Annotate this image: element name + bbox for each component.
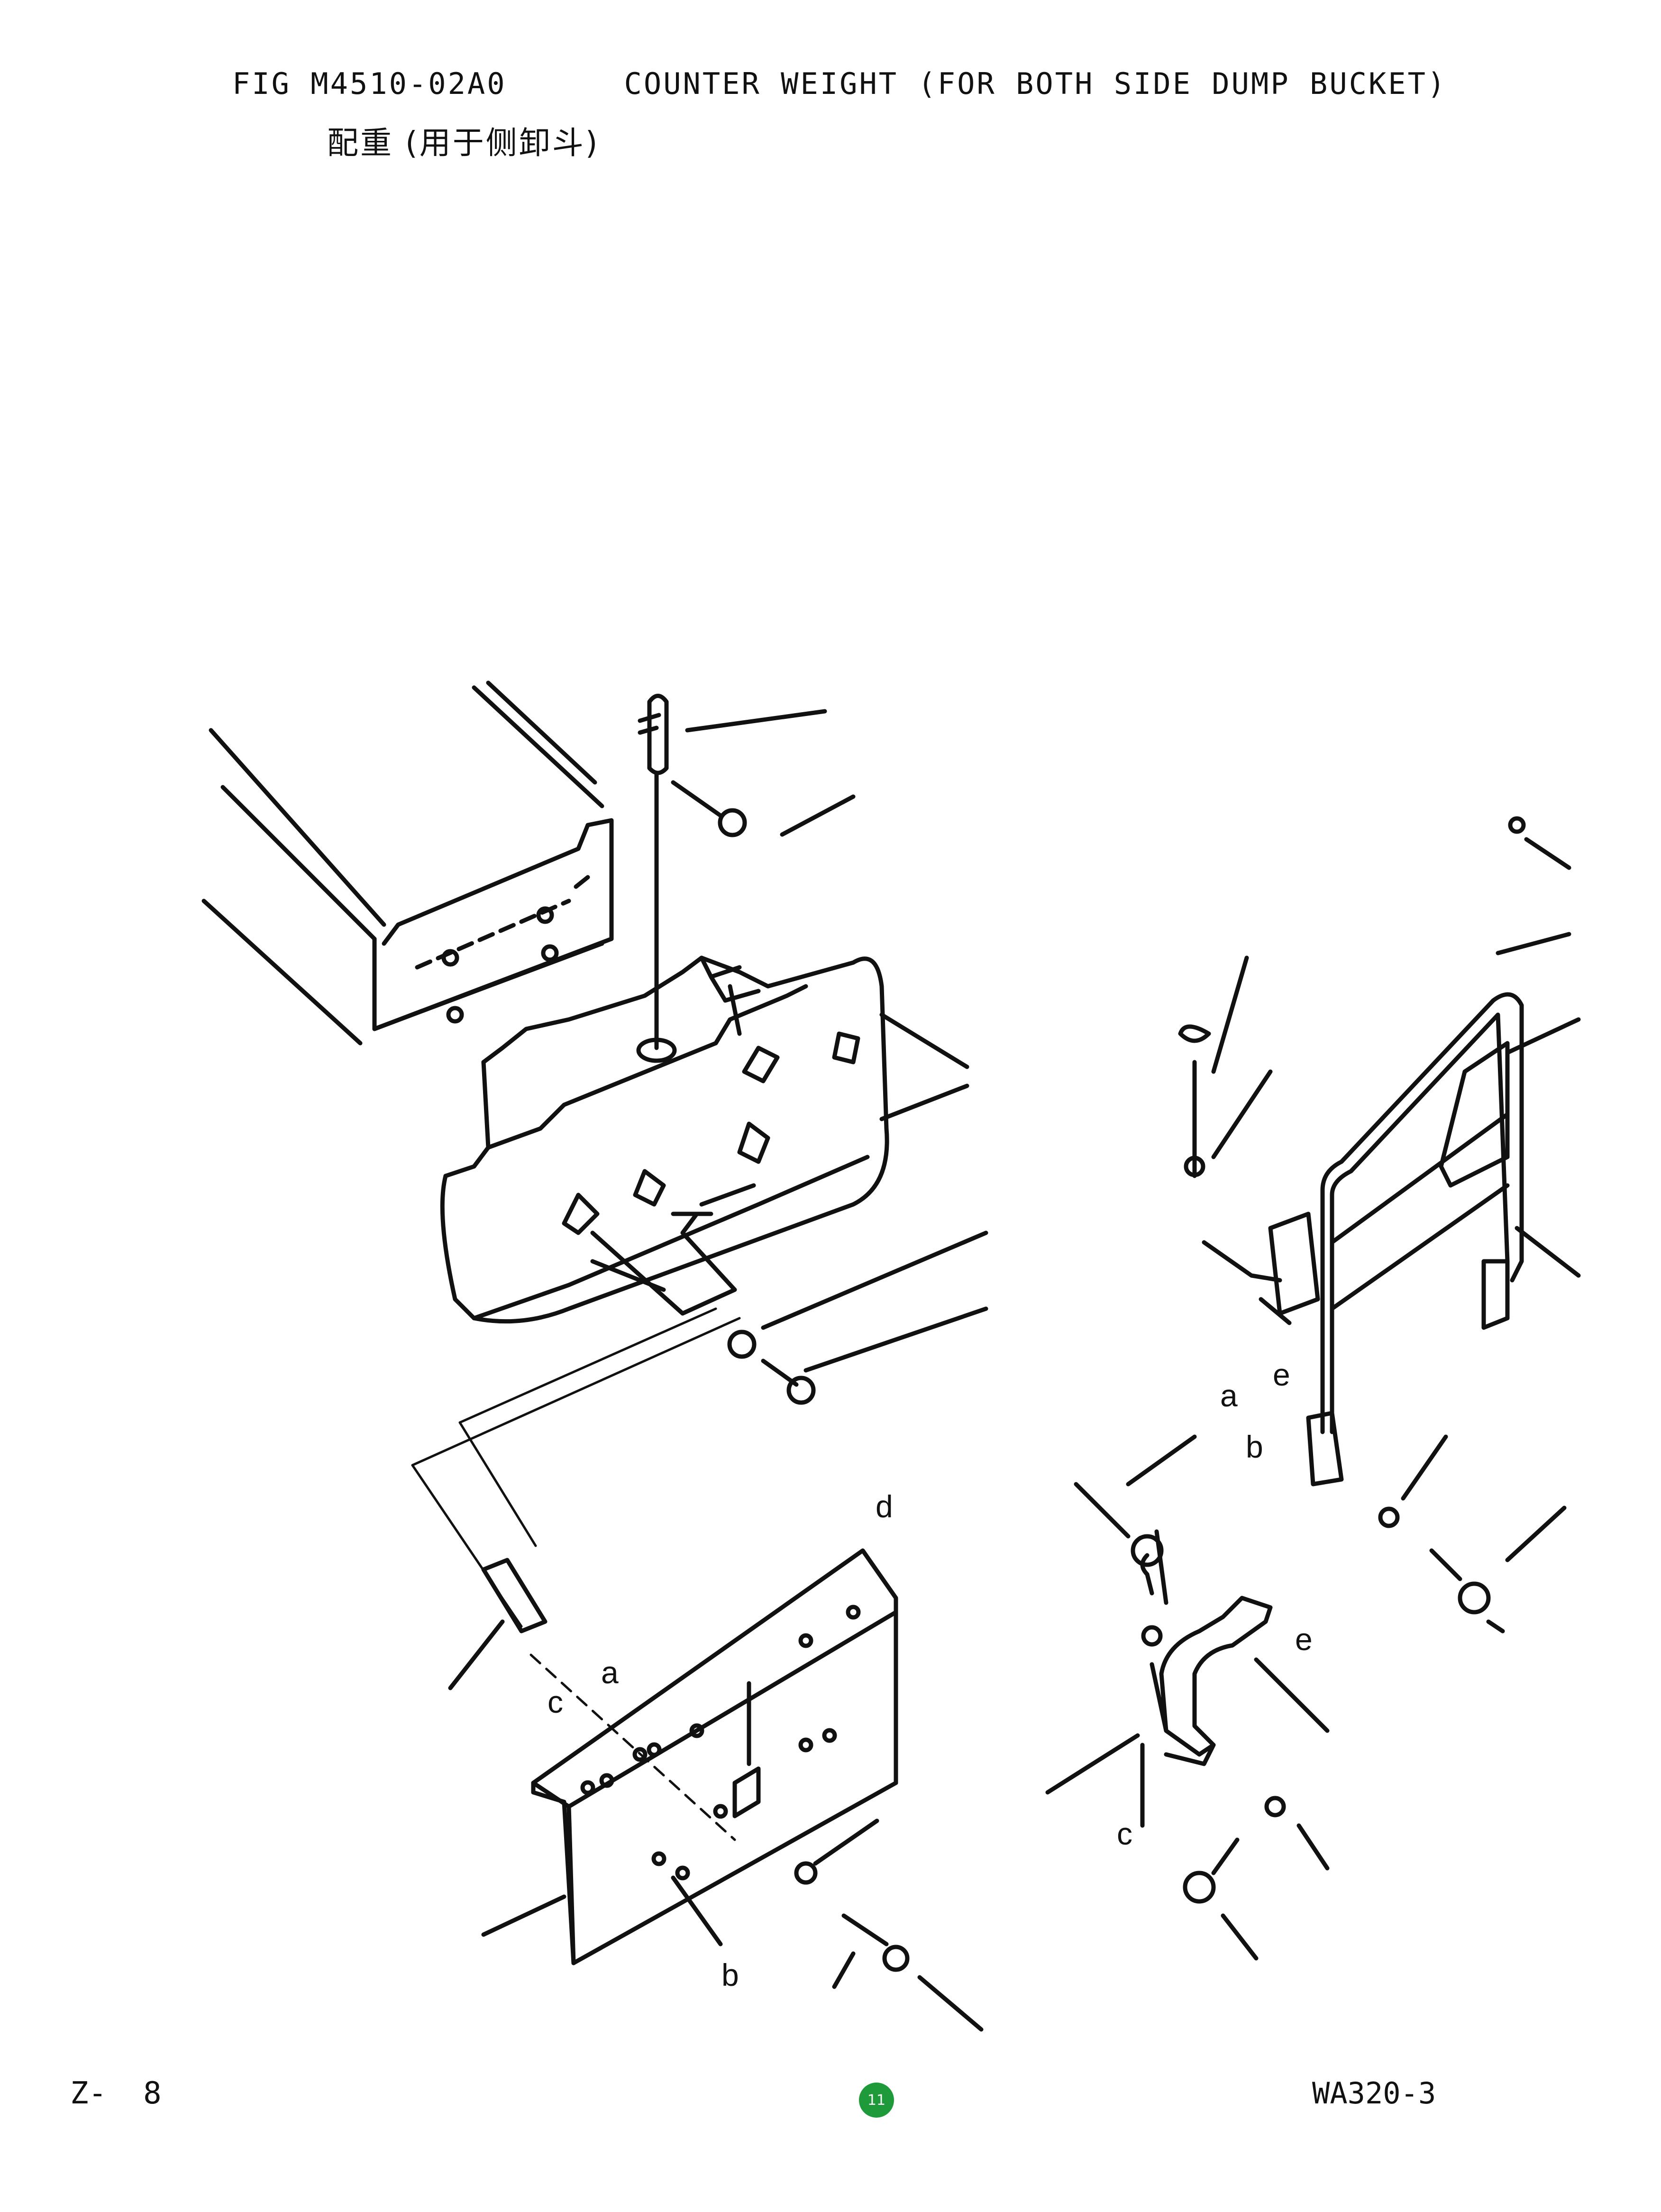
lower-bolt-set: [448, 1619, 984, 2032]
section-number: Z- 8: [70, 2076, 162, 2111]
handrail-bolts: [1378, 1434, 1567, 1634]
side-plate: [481, 1548, 898, 1965]
callout-b-right: b: [1246, 1429, 1263, 1464]
callout-a-lower: a: [601, 1655, 619, 1690]
pipe-assembly: [1045, 1434, 1330, 1961]
page-badge: 11: [859, 2083, 894, 2118]
callout-c-lower-right: c: [1117, 1816, 1132, 1851]
model-number: WA320-3: [1312, 2076, 1436, 2111]
assembly-guide-lines: [411, 1307, 741, 1841]
callout-c-lower: c: [548, 1684, 563, 1719]
callout-d: d: [876, 1489, 893, 1524]
handrail-assembly: [1178, 816, 1581, 1487]
callout-e-right: e: [1273, 1357, 1290, 1392]
figure-title: FIG M4510-02A0 COUNTER WEIGHT (FOR BOTH …: [232, 66, 1447, 101]
callout-b-lower: b: [721, 1957, 739, 1992]
callout-e-lower-right: e: [1295, 1622, 1313, 1657]
rear-frame: [201, 680, 614, 1046]
callout-a-right: a: [1220, 1378, 1238, 1413]
bolt-washer-set: [590, 1012, 988, 1405]
pin-part: [638, 694, 856, 1050]
counterweight: [440, 955, 889, 1324]
figure-subtitle: 配重 (用于侧卸斗): [327, 125, 600, 161]
